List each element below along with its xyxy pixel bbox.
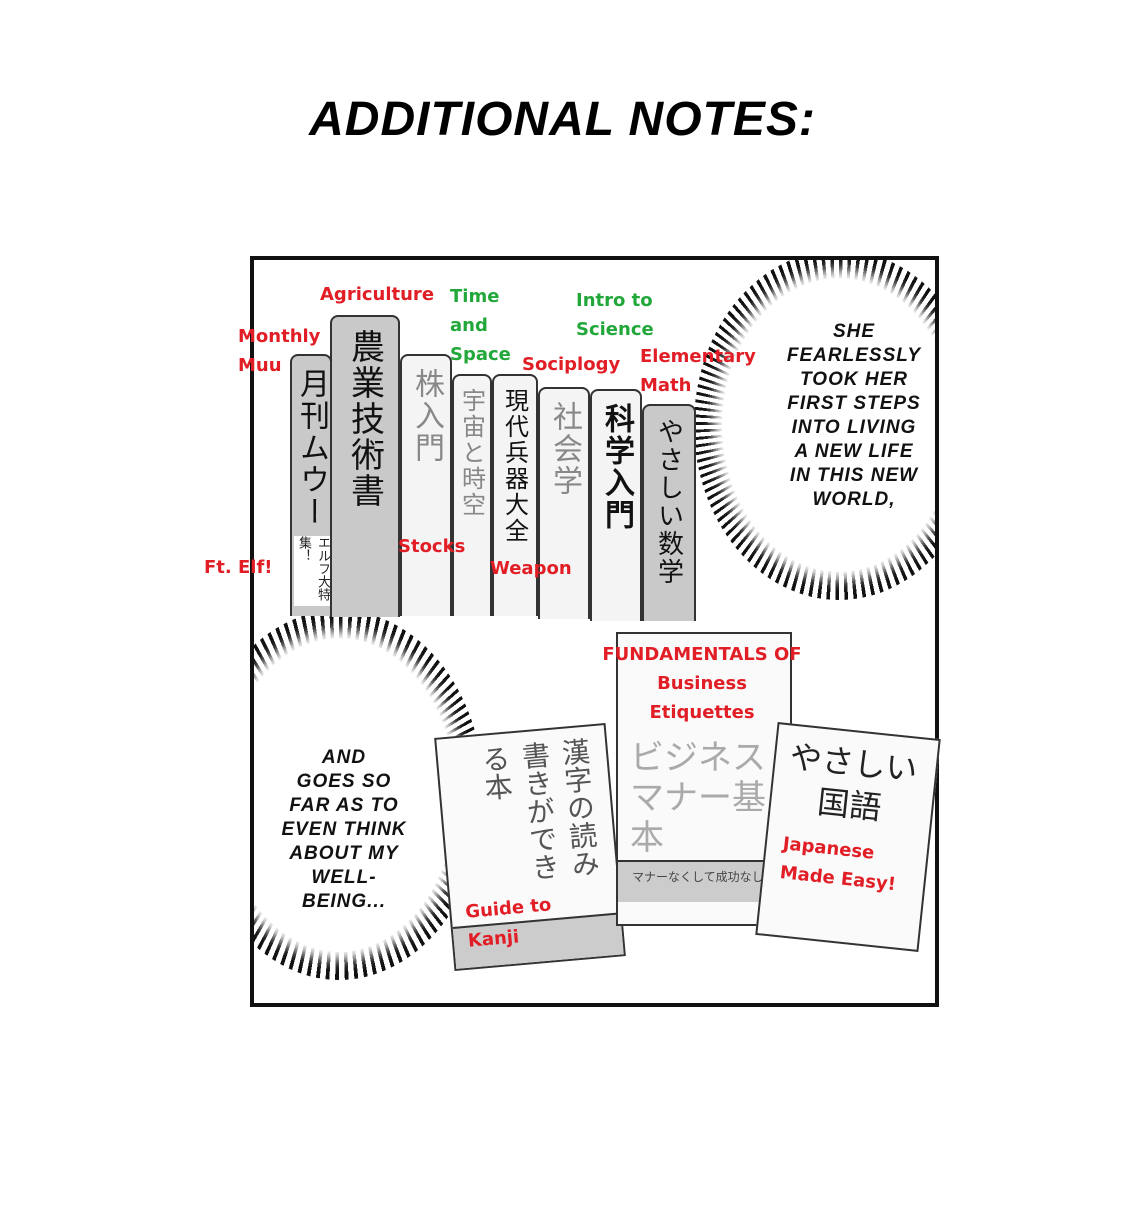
book-spine-agriculture: 農業技術書 — [330, 315, 400, 617]
book-spine-weapon: 現代兵器大全 — [492, 374, 538, 616]
book-spine-stocks: 株入門 — [400, 354, 452, 616]
page-title: ADDITIONAL NOTES: — [309, 93, 816, 146]
book-spine-science: 科学入門 — [590, 389, 642, 621]
book-spine-monthly-muu: 月刊ムウー エルフ大特集！ — [290, 354, 332, 616]
book-spine-math: やさしい数学 — [642, 404, 696, 621]
speech-burst-top-right — [694, 260, 935, 600]
label-weapon: Weapon — [490, 558, 572, 579]
label-stocks: Stocks — [398, 536, 466, 557]
label-sociology: Sociplogy — [522, 354, 621, 375]
label-agriculture: Agriculture — [320, 284, 435, 305]
label-ft-elf: Ft. Elf! — [204, 557, 273, 578]
book-spine-sociology: 社会学 — [538, 387, 590, 619]
spine-subtitle: エルフ大特集！ — [294, 536, 332, 606]
book-spine-time-space: 宇宙と時空 — [452, 374, 492, 616]
